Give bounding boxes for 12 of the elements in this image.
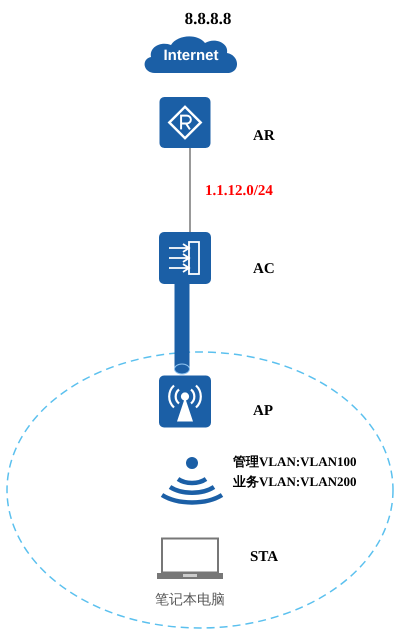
- wlan-coverage-ellipse: [5, 350, 395, 630]
- connector-line: [189, 148, 191, 232]
- vlan-label: 业务VLAN:VLAN200: [233, 473, 356, 491]
- device-label: AR: [253, 127, 275, 146]
- device-label: STA: [250, 548, 278, 567]
- edge-label: 1.1.12.0/24: [205, 182, 273, 201]
- vlan-label: 管理VLAN:VLAN100: [233, 453, 356, 471]
- device-label: AP: [253, 402, 273, 421]
- cable: [174, 284, 190, 374]
- device-label: AC: [253, 260, 275, 279]
- device-caption: 笔记本电脑: [155, 590, 225, 609]
- ip-address: 8.8.8.8: [184, 8, 232, 30]
